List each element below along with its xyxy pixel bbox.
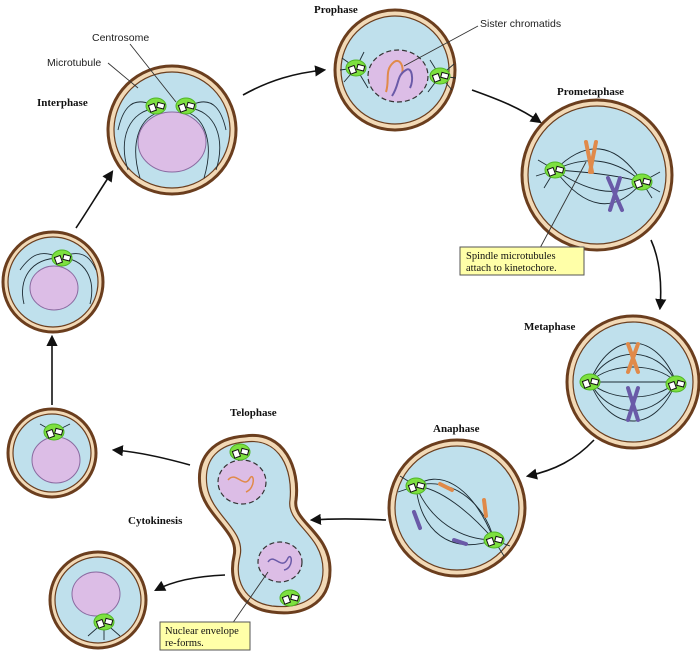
metaphase-centrosome-right [665,375,687,393]
anaphase-chromosomes-purple [412,510,468,546]
nuclear-callout: Nuclear envelope re-forms. [159,621,251,651]
nuclear-callout-line2: re-forms. [165,638,204,649]
anaphase-centrosome-right [483,531,505,549]
telophase-upper-nucleus [217,459,267,505]
prometaphase-centrosome-left [544,161,566,179]
anaphase-chromosomes-orange [438,482,488,518]
sister-chromatids-leader [403,25,479,67]
arrow-late-g1-to-interphase [75,170,114,229]
nuclear-callout-leader [231,571,269,625]
prophase-label: Prophase [314,4,358,16]
telophase-cell [197,433,332,615]
interphase-cell [106,64,238,196]
prophase-chromatid-orange [385,60,404,93]
prophase-centrosome-right [429,67,451,85]
cytokinesis-centrosome [93,613,115,631]
arrow-telophase-to-g1 [111,445,191,466]
telophase-centrosome-upper [229,443,251,461]
arrow-anaphase-to-telophase [309,513,387,525]
telophase-centrosome-lower [279,589,301,607]
late-g1-cell [1,230,105,334]
late-g1-centrosome [51,249,73,267]
spindle-callout-leader [539,161,587,249]
prophase-cell [333,8,457,132]
metaphase-cell [565,314,700,450]
metaphase-chromosome-orange [626,342,640,374]
g1-small-cell [6,407,98,499]
g1-centrosome [43,423,65,441]
prophase-chromatid-purple [391,68,414,97]
cytokinesis-label: Cytokinesis [128,515,183,527]
nuclear-callout-line1: Nuclear envelope [165,626,239,637]
prometaphase-centrosome-right [631,173,653,191]
interphase-centrosome-right [175,97,197,115]
microtubule-label: Microtubule [47,57,101,69]
centrosome-label: Centrosome [92,32,149,44]
metaphase-chromosome-purple [626,386,640,422]
telophase-upper-chromatin [227,475,254,493]
arrow-prophase-to-prometaphase [471,89,542,124]
cytokinesis-daughter-cell [48,550,148,650]
prometaphase-chromosome-purple [606,176,624,212]
sister-chromatids-label: Sister chromatids [480,18,561,30]
telophase-lower-chromatin [267,555,292,571]
metaphase-centrosome-left [579,373,601,391]
g1-nucleus [31,436,81,484]
arrow-prometaphase-to-metaphase [650,239,667,311]
late-g1-nucleus [29,265,79,311]
interphase-label: Interphase [37,97,88,109]
anaphase-label: Anaphase [433,423,480,435]
anaphase-cell [387,438,527,578]
spindle-callout: Spindle microtubules attach to kinetocho… [459,246,585,276]
prophase-nucleus [367,49,429,103]
cycle-arrows [46,65,667,592]
centrosome-leader [129,43,177,103]
prophase-centrosome-left [345,59,367,77]
prometaphase-label: Prometaphase [557,86,624,98]
cytokinesis-nucleus [71,571,121,617]
spindle-callout-line1: Spindle microtubules [466,251,556,262]
prometaphase-chromosome-orange [584,140,598,174]
spindle-callout-line2: attach to kinetochore. [466,263,557,274]
arrow-metaphase-to-anaphase [525,439,595,480]
metaphase-label: Metaphase [524,321,575,333]
prometaphase-cell [520,98,674,252]
anaphase-centrosome-left [405,477,427,495]
arrow-telophase-to-cytokinesis-cell [154,574,226,592]
telophase-label: Telophase [230,407,277,419]
interphase-nucleus [137,111,207,173]
arrow-interphase-to-prophase [242,65,327,96]
microtubule-leader [107,62,139,89]
interphase-centrosome-left [145,97,167,115]
